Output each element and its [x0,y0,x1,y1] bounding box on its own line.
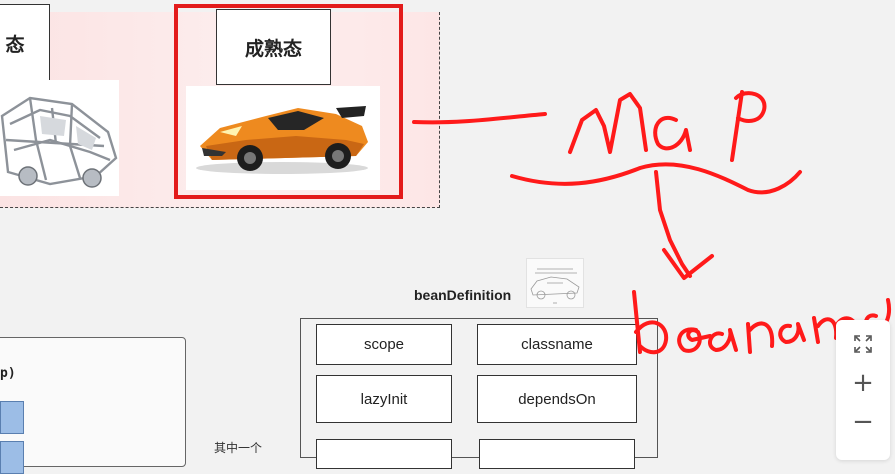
zoom-out-button[interactable]: − [836,402,890,442]
minus-icon: − [852,407,874,437]
zoom-controls: + − [836,320,890,460]
left-map-panel [0,337,186,467]
stage-label-left-text: 态 [5,33,25,56]
car-frame-image [0,80,119,196]
stage-label-mature: 成熟态 [216,9,331,85]
property-classname: classname [477,324,637,365]
property-classname-label: classname [521,336,593,353]
zoom-in-button[interactable]: + [836,363,890,403]
fit-screen-icon [854,335,872,353]
stage-label-mature-text: 成熟态 [244,37,302,60]
property-dependson-label: dependsOn [518,390,596,408]
property-placeholder-1 [316,439,452,469]
bean-definition-title: beanDefinition [414,287,512,303]
bean-definition-box: scope classname lazyInit dependsOn [300,318,658,469]
left-panel-code: p) [0,366,16,381]
mature-stage-highlight [174,4,403,199]
blueprint-thumbnail [526,258,584,308]
sports-car-image [186,86,380,190]
diagram-canvas: 态 成熟态 [0,4,891,474]
property-scope-label: scope [363,336,405,353]
property-lazyinit-label: lazyInit [360,390,408,408]
fit-screen-button[interactable] [836,324,890,364]
property-lazyinit: lazyInit [316,375,452,423]
plus-icon: + [852,368,874,398]
property-placeholder-2 [479,439,635,469]
property-dependson: dependsOn [477,375,637,423]
stage-label-left: 态 [0,4,50,82]
map-cell-1 [0,401,24,434]
map-cell-2 [0,441,24,474]
property-scope: scope [316,324,452,365]
